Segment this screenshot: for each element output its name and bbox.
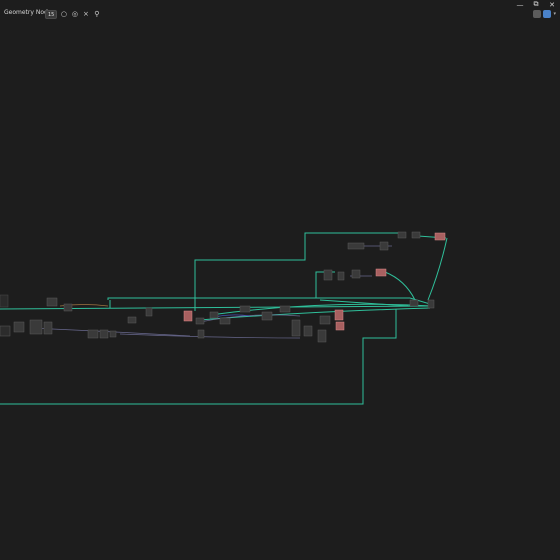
node[interactable]	[219, 317, 231, 325]
link-wire	[194, 232, 400, 311]
window-controls: — ⧉ ✕	[512, 0, 560, 9]
node[interactable]	[183, 310, 193, 322]
link-wire	[0, 305, 431, 310]
view-options-icon[interactable]	[543, 10, 552, 18]
restore-button[interactable]: ⧉	[533, 0, 539, 8]
editor-header: Geometry Nodes 15 ○ ◎ × ⚲ — ⧉ ✕ ▾	[0, 0, 560, 24]
node[interactable]	[209, 311, 219, 319]
node[interactable]	[427, 299, 435, 309]
node[interactable]	[334, 309, 344, 321]
node[interactable]	[29, 319, 43, 335]
link-wire	[209, 303, 433, 316]
node[interactable]	[411, 231, 421, 239]
link-wire	[0, 309, 397, 405]
node[interactable]	[87, 329, 99, 339]
close-icon[interactable]: ×	[82, 10, 89, 18]
node[interactable]	[261, 311, 273, 321]
pin-icon[interactable]: ⚲	[94, 10, 100, 18]
node[interactable]	[63, 303, 73, 312]
node[interactable]	[351, 269, 361, 279]
node[interactable]	[319, 315, 331, 325]
node-group	[0, 231, 446, 343]
node[interactable]	[434, 232, 446, 241]
node[interactable]	[379, 241, 389, 251]
circle-icon[interactable]: ○	[60, 10, 67, 18]
node[interactable]	[197, 329, 205, 339]
node[interactable]	[195, 317, 205, 325]
close-window-button[interactable]: ✕	[549, 0, 555, 9]
refresh-icon[interactable]: ◎	[71, 10, 78, 18]
node[interactable]	[145, 307, 153, 317]
node[interactable]	[347, 242, 365, 250]
node[interactable]	[317, 329, 327, 343]
node[interactable]	[375, 268, 387, 277]
chevron-down-icon[interactable]: ▾	[553, 11, 556, 17]
node[interactable]	[279, 305, 291, 313]
frame-field[interactable]: 15	[45, 10, 58, 19]
node[interactable]	[0, 294, 9, 308]
node[interactable]	[323, 269, 333, 281]
node[interactable]	[46, 297, 58, 307]
editor-title: Geometry Nodes	[4, 9, 55, 16]
node[interactable]	[303, 325, 313, 337]
node[interactable]	[397, 231, 407, 239]
node[interactable]	[291, 319, 301, 337]
link-wire	[319, 299, 409, 307]
node[interactable]	[127, 316, 137, 324]
node[interactable]	[335, 321, 345, 331]
node[interactable]	[337, 271, 345, 281]
link-wire	[384, 271, 416, 301]
node[interactable]	[43, 321, 53, 335]
node[interactable]	[239, 305, 251, 313]
node[interactable]	[0, 325, 11, 337]
overlay-toggle-icon[interactable]	[533, 10, 542, 18]
node[interactable]	[109, 330, 117, 338]
node[interactable]	[13, 321, 25, 333]
overlay-controls: ▾	[533, 10, 556, 18]
link-wire	[119, 333, 301, 339]
minimize-button[interactable]: —	[516, 0, 524, 9]
node[interactable]	[99, 329, 109, 339]
header-toolbar: 15 ○ ◎ × ⚲	[45, 9, 101, 20]
node[interactable]	[409, 299, 419, 307]
link-wire	[427, 237, 448, 301]
link-wire	[199, 314, 301, 323]
link-wire	[107, 297, 431, 305]
